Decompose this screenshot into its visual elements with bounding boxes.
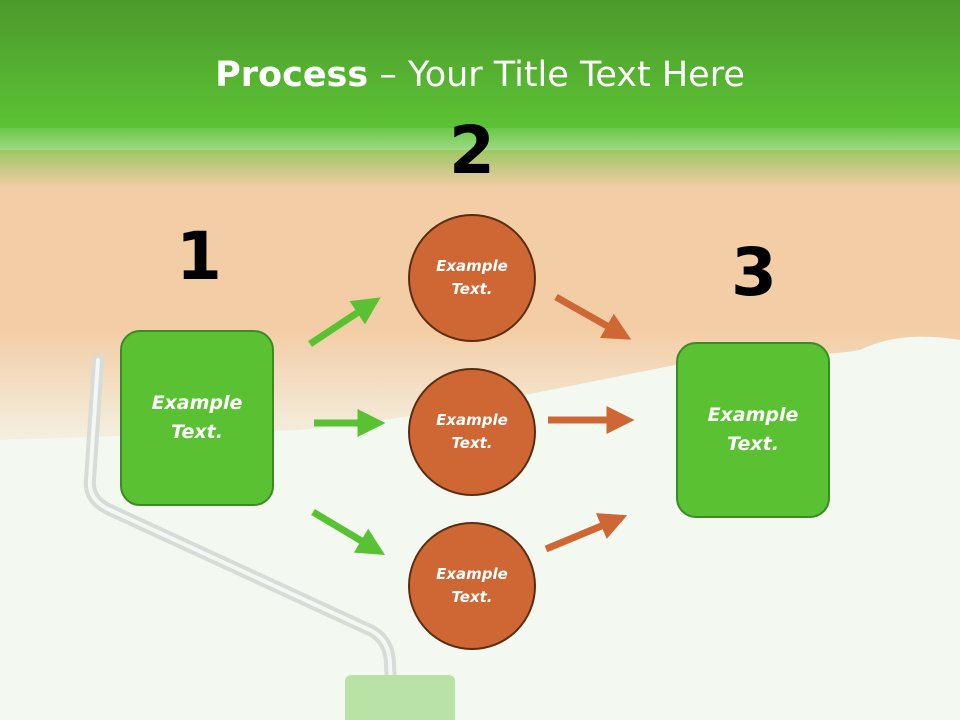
arrow-green-down [311,508,386,555]
slide-title: Process – Your Title Text Here [0,52,960,98]
step-number-1: 1 [176,218,222,295]
circle-top-label: Example Text. [436,257,508,298]
circle-bottom: Example Text. [408,522,536,650]
title-bold: Process [215,55,369,95]
arrow-orange-down [554,293,632,340]
title-rest: – Your Title Text Here [368,55,745,95]
arrow-orange-up [544,513,628,553]
step-1-label: Example Text. [151,392,243,443]
step-number-2: 2 [449,112,495,189]
step-3-box: Example Text. [676,342,830,518]
step-3-label: Example Text. [707,404,799,455]
arrow-green-up [308,297,381,347]
step-number-3: 3 [731,234,777,311]
circle-top: Example Text. [408,214,536,342]
circle-middle: Example Text. [408,368,536,496]
step-1-box: Example Text. [120,330,274,506]
circle-bottom-label: Example Text. [436,565,508,606]
circle-middle-label: Example Text. [436,411,508,452]
